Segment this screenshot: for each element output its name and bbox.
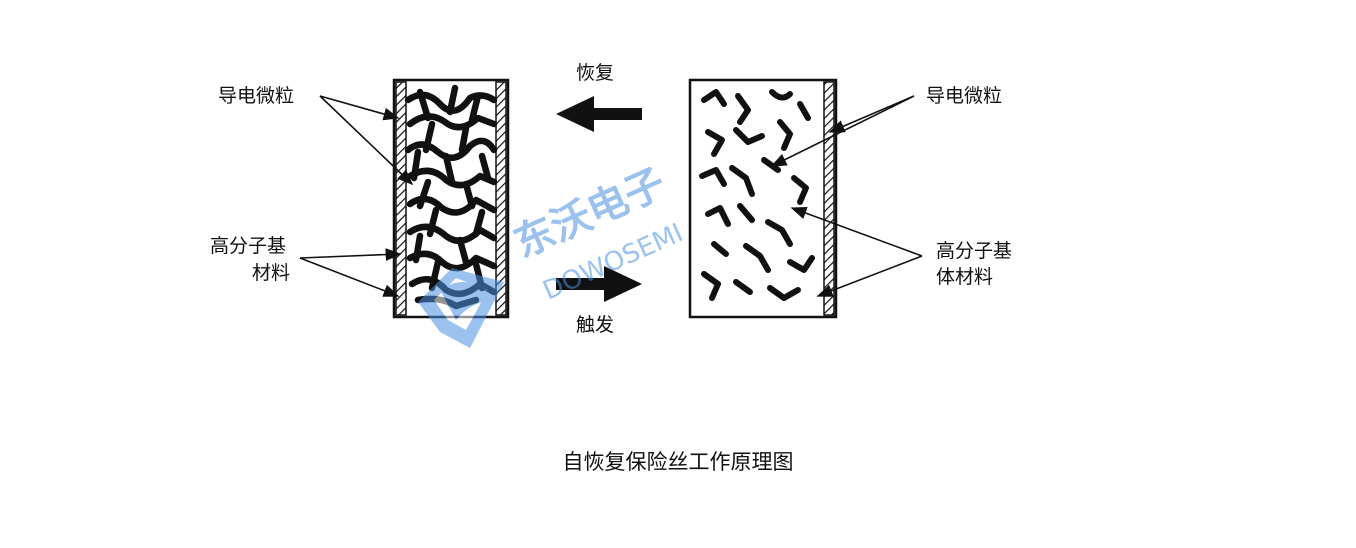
right-panel-frame bbox=[688, 78, 838, 319]
left-leader-lines bbox=[299, 95, 414, 297]
right-leader-lines bbox=[770, 95, 923, 297]
right-panel-electrode-right bbox=[823, 81, 835, 316]
left-matrix-label-line2: 材料 bbox=[252, 262, 291, 284]
left-panel-electrode-left bbox=[395, 81, 407, 316]
recover-label: 恢复 bbox=[576, 62, 615, 84]
recover-arrow bbox=[556, 96, 642, 132]
trigger-arrow bbox=[556, 266, 642, 302]
right-panel-particle-clusters bbox=[699, 89, 815, 301]
left-fuse-panel bbox=[392, 78, 510, 319]
watermark-logo-mark bbox=[418, 268, 504, 348]
right-particles-label: 导电微粒 bbox=[926, 85, 1003, 107]
trigger-label: 触发 bbox=[576, 314, 615, 336]
diagram-caption: 自恢复保险丝工作原理图 bbox=[562, 450, 794, 474]
left-matrix-label-line1: 高分子基 bbox=[210, 235, 287, 257]
right-fuse-panel bbox=[688, 78, 838, 319]
left-panel-electrode-right bbox=[495, 81, 507, 316]
left-panel-particle-network bbox=[404, 84, 498, 310]
left-particles-label: 导电微粒 bbox=[218, 85, 295, 107]
right-matrix-label-line2: 体材料 bbox=[936, 266, 994, 288]
right-matrix-label-line1: 高分子基 bbox=[936, 240, 1013, 262]
watermark-text: 东沃电子 DOWOSEMI bbox=[507, 160, 687, 306]
